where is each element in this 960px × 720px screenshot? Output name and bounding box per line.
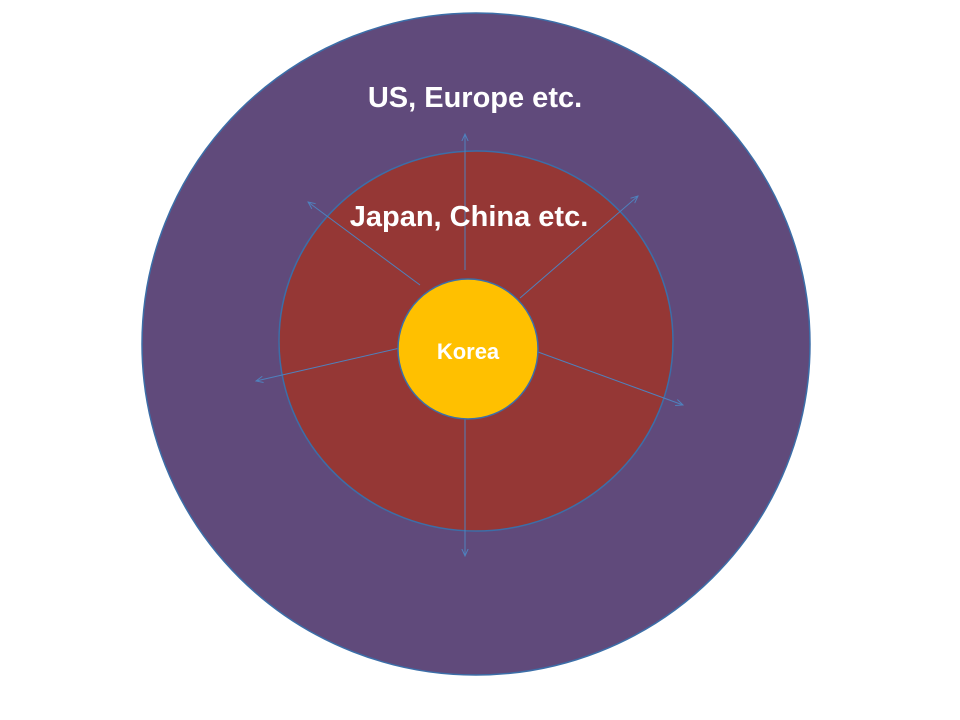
outer-label: US, Europe etc. bbox=[368, 82, 582, 114]
inner-label: Korea bbox=[437, 339, 500, 364]
arrow-up-left bbox=[308, 202, 421, 286]
inner-circle bbox=[397, 278, 539, 420]
arrow-left bbox=[256, 347, 401, 381]
arrow-up-right bbox=[519, 196, 638, 299]
arrow-right bbox=[537, 351, 683, 405]
middle-label: Japan, China etc. bbox=[350, 201, 589, 233]
arrows bbox=[256, 134, 683, 556]
